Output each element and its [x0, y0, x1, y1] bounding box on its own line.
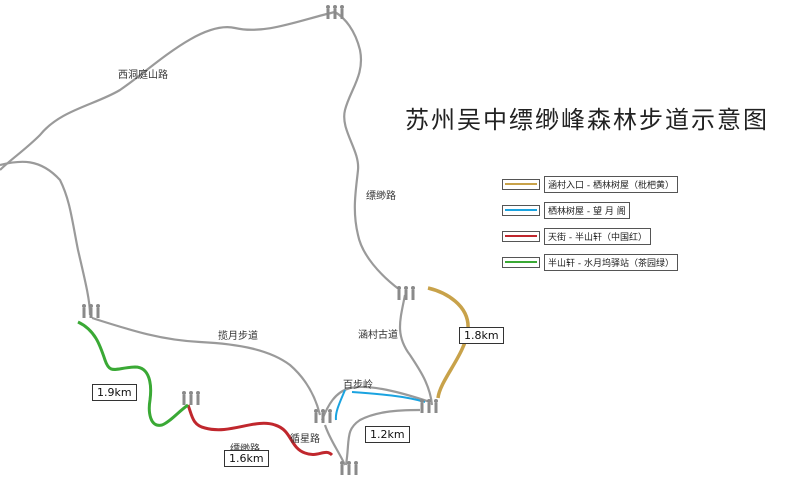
- road-outer-west: [0, 10, 336, 171]
- road-outer-west-inner: [0, 160, 92, 316]
- legend-item-yellow: 涵村入口 - 栖林树屋（枇杷黄）: [502, 175, 698, 193]
- map-title: 苏州吴中缥缈峰森林步道示意图: [405, 106, 769, 134]
- legend-item-red: 天街 - 半山轩（中国红）: [502, 227, 698, 245]
- road-label-baibuling: 百步岭: [343, 380, 373, 391]
- distance-badge: 1.8km: [459, 327, 504, 344]
- legend-item-blue: 栖林树屋 - 望 月 阁: [502, 201, 698, 219]
- hiker-group-icon: [82, 5, 438, 475]
- legend: 涵村入口 - 栖林树屋（枇杷黄） 栖林树屋 - 望 月 阁 天街 - 半山轩（中…: [502, 175, 698, 280]
- road-label-xidongting: 西洞庭山路: [118, 70, 168, 81]
- trail-blue: [334, 389, 426, 421]
- road-label-lanyue: 揽月步道: [218, 331, 258, 342]
- road-label-piaomiao: 缥缈路: [366, 191, 396, 202]
- road-lanyue: [91, 316, 322, 416]
- road-baibu: [320, 385, 431, 421]
- legend-label: 栖林树屋 - 望 月 阁: [544, 201, 630, 219]
- distance-badge: 1.2km: [365, 426, 410, 443]
- road-south-east: [344, 408, 421, 466]
- legend-label: 涵村入口 - 栖林树屋（枇杷黄）: [544, 175, 678, 193]
- road-south: [323, 424, 346, 466]
- legend-label: 天街 - 半山轩（中国红）: [544, 227, 651, 245]
- legend-swatch-red: [502, 230, 540, 242]
- legend-swatch-green: [502, 256, 540, 268]
- trail-tea-green: [77, 320, 189, 427]
- road-label-hancun: 涵村古道: [358, 330, 398, 341]
- trail-china-red: [186, 404, 334, 457]
- distance-badge: 1.9km: [92, 384, 137, 401]
- legend-swatch-yellow: [502, 178, 540, 190]
- road-outer-north: [334, 11, 401, 291]
- road-hancun: [398, 294, 434, 406]
- legend-swatch-blue: [502, 204, 540, 216]
- road-label-piaomiao-south: 缥缈路: [230, 440, 260, 455]
- road-label-xunxing: 循星路: [290, 434, 320, 445]
- legend-item-green: 半山轩 - 水月坞驿站（茶园绿）: [502, 253, 698, 271]
- legend-label: 半山轩 - 水月坞驿站（茶园绿）: [544, 253, 678, 271]
- distance-badge: 1.6km: [224, 450, 269, 467]
